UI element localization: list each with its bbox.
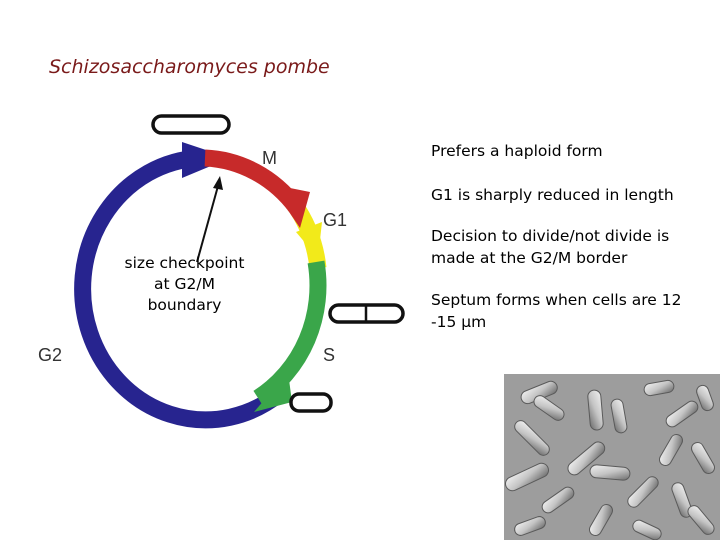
g2-arc (74, 149, 285, 429)
m-arrowhead (270, 184, 310, 228)
phase-label-g1: G1 (323, 210, 347, 230)
checkpoint-line: at G2/M (154, 275, 215, 293)
small-cell-icon-g2 (289, 392, 333, 413)
note-septum: Septum forms when cells are 12 -15 μm (431, 289, 681, 333)
s-arc (253, 260, 327, 406)
checkpoint-pointer-arrow (196, 185, 219, 263)
note-haploid: Prefers a haploid form (431, 142, 603, 160)
yeast-micrograph-image (504, 374, 720, 540)
s-arrowhead (254, 372, 292, 412)
checkpoint-arrowhead (213, 176, 223, 190)
phase-label-s: S (323, 345, 335, 365)
slide-title: Schizosaccharomyces pombe (49, 56, 330, 78)
phase-label-g2: G2 (38, 345, 62, 365)
g1-arrowhead (296, 222, 322, 258)
note-decision: Decision to divide/not divide is made at… (431, 225, 669, 269)
note-g1-length: G1 is sharply reduced in length (431, 186, 674, 204)
note-septum-line: -15 μm (431, 313, 487, 331)
note-septum-line: Septum forms when cells are 12 (431, 291, 682, 309)
note-decision-line: Decision to divide/not divide is (431, 227, 670, 245)
cell-shape-icon-m (151, 114, 231, 135)
checkpoint-line: boundary (147, 296, 222, 314)
checkpoint-label: size checkpoint at G2/M boundary (112, 253, 257, 316)
phase-label-m: M (262, 148, 277, 168)
checkpoint-line: size checkpoint (124, 254, 245, 272)
note-decision-line: made at the G2/M border (431, 249, 628, 267)
